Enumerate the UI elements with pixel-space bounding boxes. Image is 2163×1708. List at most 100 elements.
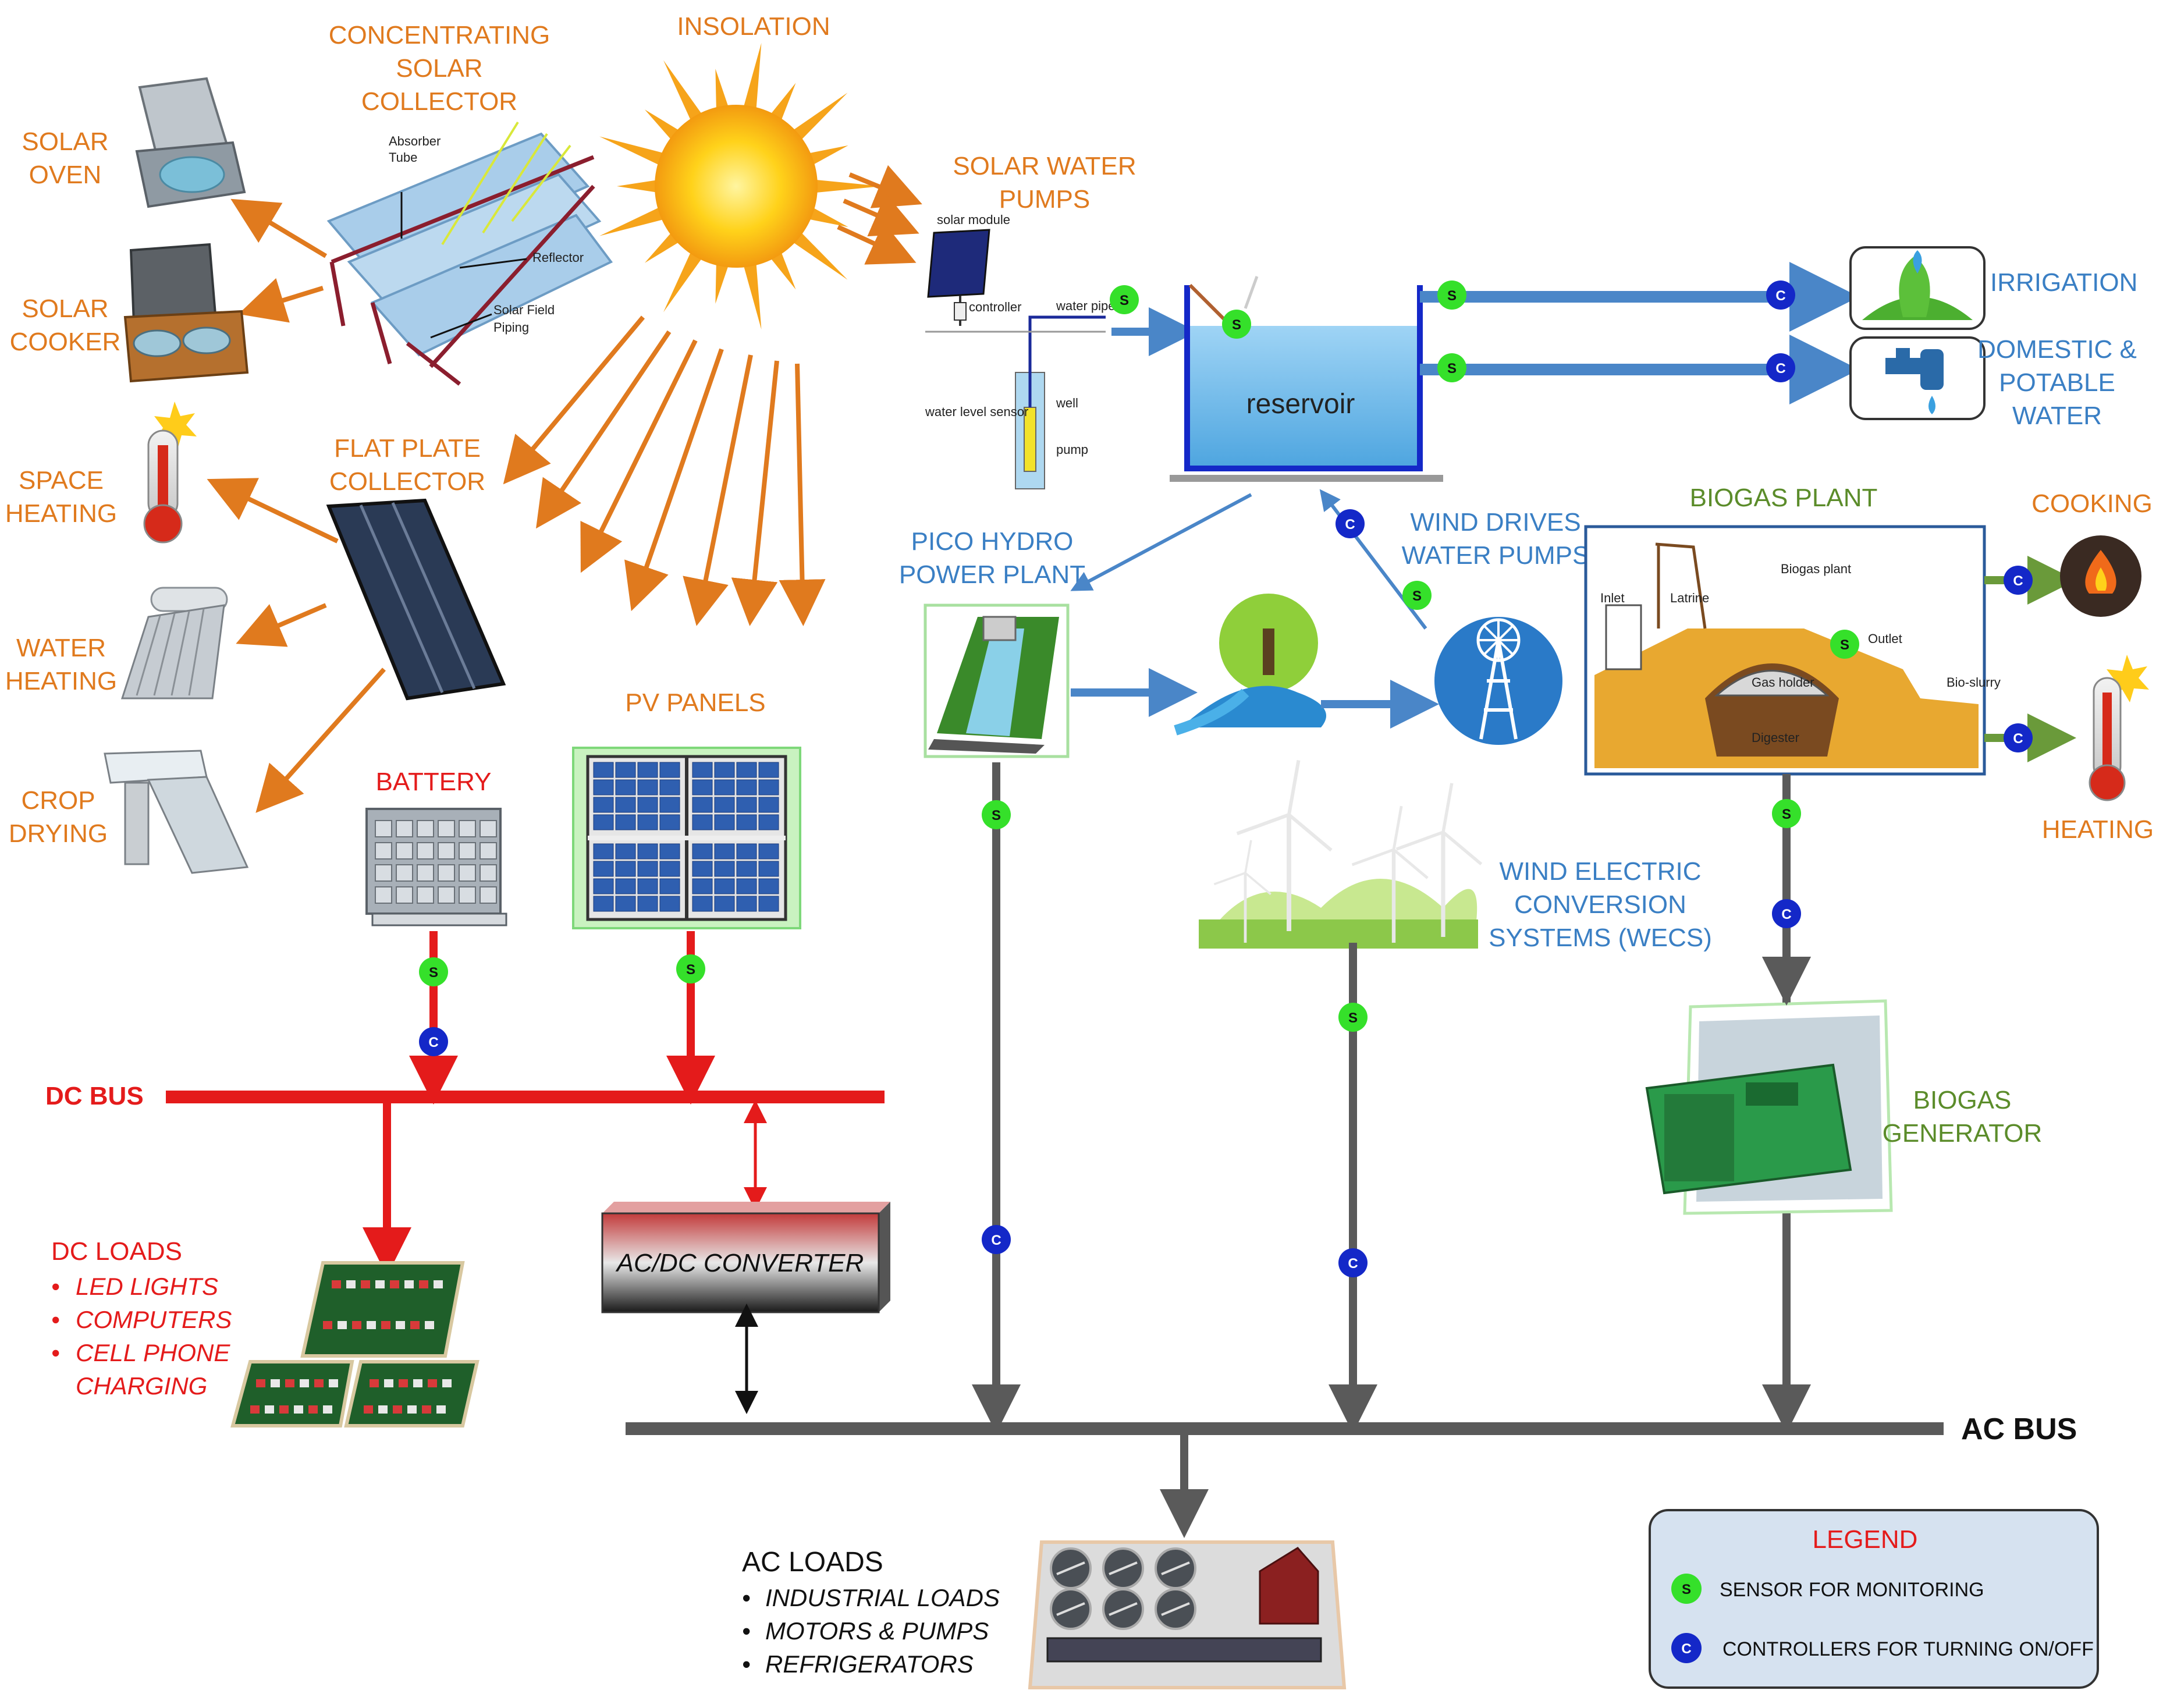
solar-water-pumps-label: SOLAR WATER PUMPS xyxy=(953,152,1136,214)
sensor-badge-biogas-line: S xyxy=(1772,799,1801,828)
svg-text:C: C xyxy=(1775,288,1785,304)
svg-text:FLAT PLATE: FLAT PLATE xyxy=(334,434,481,463)
svg-text:S: S xyxy=(1447,288,1457,304)
parabolic-trough-icon: Absorber Tube Reflector Solar Field Pipi… xyxy=(326,121,613,386)
svg-text:COMPUTERS: COMPUTERS xyxy=(76,1306,232,1333)
solar-cooker-icon xyxy=(123,243,249,383)
heating-label: HEATING xyxy=(2042,815,2154,844)
svg-text:CONVERSION: CONVERSION xyxy=(1514,890,1686,919)
wind-drives-label: WIND DRIVES WATER PUMPS xyxy=(1402,508,1590,570)
pv-panels-label: PV PANELS xyxy=(625,688,765,717)
svg-text:pump: pump xyxy=(1056,442,1088,457)
svg-text:Gas holder: Gas holder xyxy=(1752,675,1814,690)
svg-text:POWER PLANT: POWER PLANT xyxy=(899,560,1085,589)
svg-text:•: • xyxy=(742,1584,751,1611)
flat-plate-output-arrows xyxy=(207,478,386,813)
concentrating-label: CONCENTRATING SOLAR COLLECTOR xyxy=(329,21,550,116)
svg-text:SPACE: SPACE xyxy=(19,466,104,495)
svg-text:C: C xyxy=(428,1035,438,1050)
solar-oven-icon xyxy=(135,77,246,208)
controller-badge-battery: C xyxy=(419,1027,448,1056)
solar-cooker-label: SOLAR COOKER xyxy=(10,294,121,356)
controller-badge-wecs: C xyxy=(1338,1248,1368,1277)
sensor-badge-hydro: S xyxy=(982,800,1011,829)
water-heating-label: WATER HEATING xyxy=(5,634,117,695)
insolation-arrows-to-pump xyxy=(837,165,922,265)
svg-text:AC LOADS: AC LOADS xyxy=(742,1547,883,1578)
crop-drying-label: CROP DRYING xyxy=(9,786,108,848)
ac-loads-text: AC LOADS • INDUSTRIAL LOADS • MOTORS & P… xyxy=(742,1547,1000,1678)
svg-text:CONCENTRATING: CONCENTRATING xyxy=(329,21,550,49)
svg-text:S: S xyxy=(1840,637,1849,653)
svg-text:LEGEND: LEGEND xyxy=(1813,1525,1918,1554)
svg-text:reservoir: reservoir xyxy=(1246,389,1355,420)
svg-text:•: • xyxy=(742,1650,751,1678)
svg-text:Piping: Piping xyxy=(493,320,529,335)
svg-text:WIND DRIVES: WIND DRIVES xyxy=(1410,508,1580,537)
pico-hydro-label: PICO HYDRO POWER PLANT xyxy=(899,527,1085,589)
svg-text:Bio-slurry: Bio-slurry xyxy=(1947,675,2001,690)
heating-thermometer-icon xyxy=(2089,655,2149,801)
solar-oven-label: SOLAR OVEN xyxy=(22,127,108,189)
svg-text:CELL PHONE: CELL PHONE xyxy=(76,1339,230,1366)
battery-label: BATTERY xyxy=(376,768,492,796)
reservoir-to-hydro-arrow xyxy=(1070,493,1252,591)
sensor-badge-pv: S xyxy=(676,954,705,983)
svg-text:C: C xyxy=(991,1233,1001,1248)
biogas-plant-label: BIOGAS PLANT xyxy=(1690,484,1878,512)
controller-badge-biogas-line: C xyxy=(1772,899,1801,928)
svg-text:S: S xyxy=(1682,1582,1691,1597)
wecs-label: WIND ELECTRIC CONVERSION SYSTEMS (WECS) xyxy=(1489,857,1712,952)
svg-text:PUMPS: PUMPS xyxy=(999,185,1090,214)
legend-controller-icon xyxy=(1671,1633,1702,1663)
svg-text:C: C xyxy=(1781,907,1791,922)
svg-text:S: S xyxy=(429,965,438,981)
svg-text:S: S xyxy=(1447,361,1457,377)
flat-plate-label: FLAT PLATE COLLECTOR xyxy=(329,434,485,496)
pv-panel-icon xyxy=(572,747,801,929)
dc-bus-label: DC BUS xyxy=(45,1082,144,1110)
flat-plate-collector-icon xyxy=(326,498,506,701)
svg-text:C: C xyxy=(2013,731,2023,747)
insolation-arrows-down xyxy=(503,315,826,626)
svg-text:HEATING: HEATING xyxy=(5,667,117,695)
svg-text:S: S xyxy=(686,962,695,978)
svg-text:COOKER: COOKER xyxy=(10,328,121,356)
sensor-badge-reservoir: S xyxy=(1222,310,1251,339)
dc-feed-lines xyxy=(409,931,715,1105)
svg-text:COLLECTOR: COLLECTOR xyxy=(329,467,485,496)
svg-text:DOMESTIC &: DOMESTIC & xyxy=(1977,335,2137,364)
svg-text:AC/DC CONVERTER: AC/DC CONVERTER xyxy=(615,1249,864,1277)
svg-text:LED LIGHTS: LED LIGHTS xyxy=(76,1273,218,1300)
collector-output-arrows xyxy=(230,198,328,323)
svg-text:Tube: Tube xyxy=(389,150,417,165)
industrial-plant-icon xyxy=(1028,1540,1347,1689)
svg-text:COLLECTOR: COLLECTOR xyxy=(361,87,517,116)
crop-dryer-icon xyxy=(104,750,249,874)
pico-hydro-icon xyxy=(924,603,1070,758)
svg-text:DRYING: DRYING xyxy=(9,819,108,848)
svg-text:S: S xyxy=(1782,807,1791,822)
svg-text:Digester: Digester xyxy=(1752,730,1799,745)
svg-text:C: C xyxy=(1775,361,1785,377)
svg-text:•: • xyxy=(51,1306,60,1333)
legend-box: LEGEND S SENSOR FOR MONITORING C CONTROL… xyxy=(1649,1509,2099,1689)
domestic-water-label: DOMESTIC & POTABLE WATER xyxy=(1977,335,2137,430)
svg-text:C: C xyxy=(2013,573,2023,589)
sun-icon xyxy=(599,42,882,330)
svg-text:S: S xyxy=(1120,293,1129,308)
svg-text:REFRIGERATORS: REFRIGERATORS xyxy=(765,1650,974,1678)
svg-text:SOLAR: SOLAR xyxy=(22,294,108,323)
svg-text:C: C xyxy=(1348,1256,1358,1272)
svg-text:solar module: solar module xyxy=(937,212,1010,227)
river-landscape-icon xyxy=(1174,594,1326,736)
svg-text:POTABLE: POTABLE xyxy=(1999,368,2115,397)
sensor-badge-irrigation-line: S xyxy=(1437,280,1466,310)
svg-text:CONTROLLERS FOR TURNING ON/OFF: CONTROLLERS FOR TURNING ON/OFF xyxy=(1722,1638,2094,1660)
circuit-board-icon xyxy=(230,1261,480,1428)
insolation-label: INSOLATION xyxy=(677,12,830,41)
svg-text:Outlet: Outlet xyxy=(1868,631,1902,646)
svg-text:BIOGAS: BIOGAS xyxy=(1913,1086,2012,1114)
svg-text:•: • xyxy=(51,1339,60,1366)
